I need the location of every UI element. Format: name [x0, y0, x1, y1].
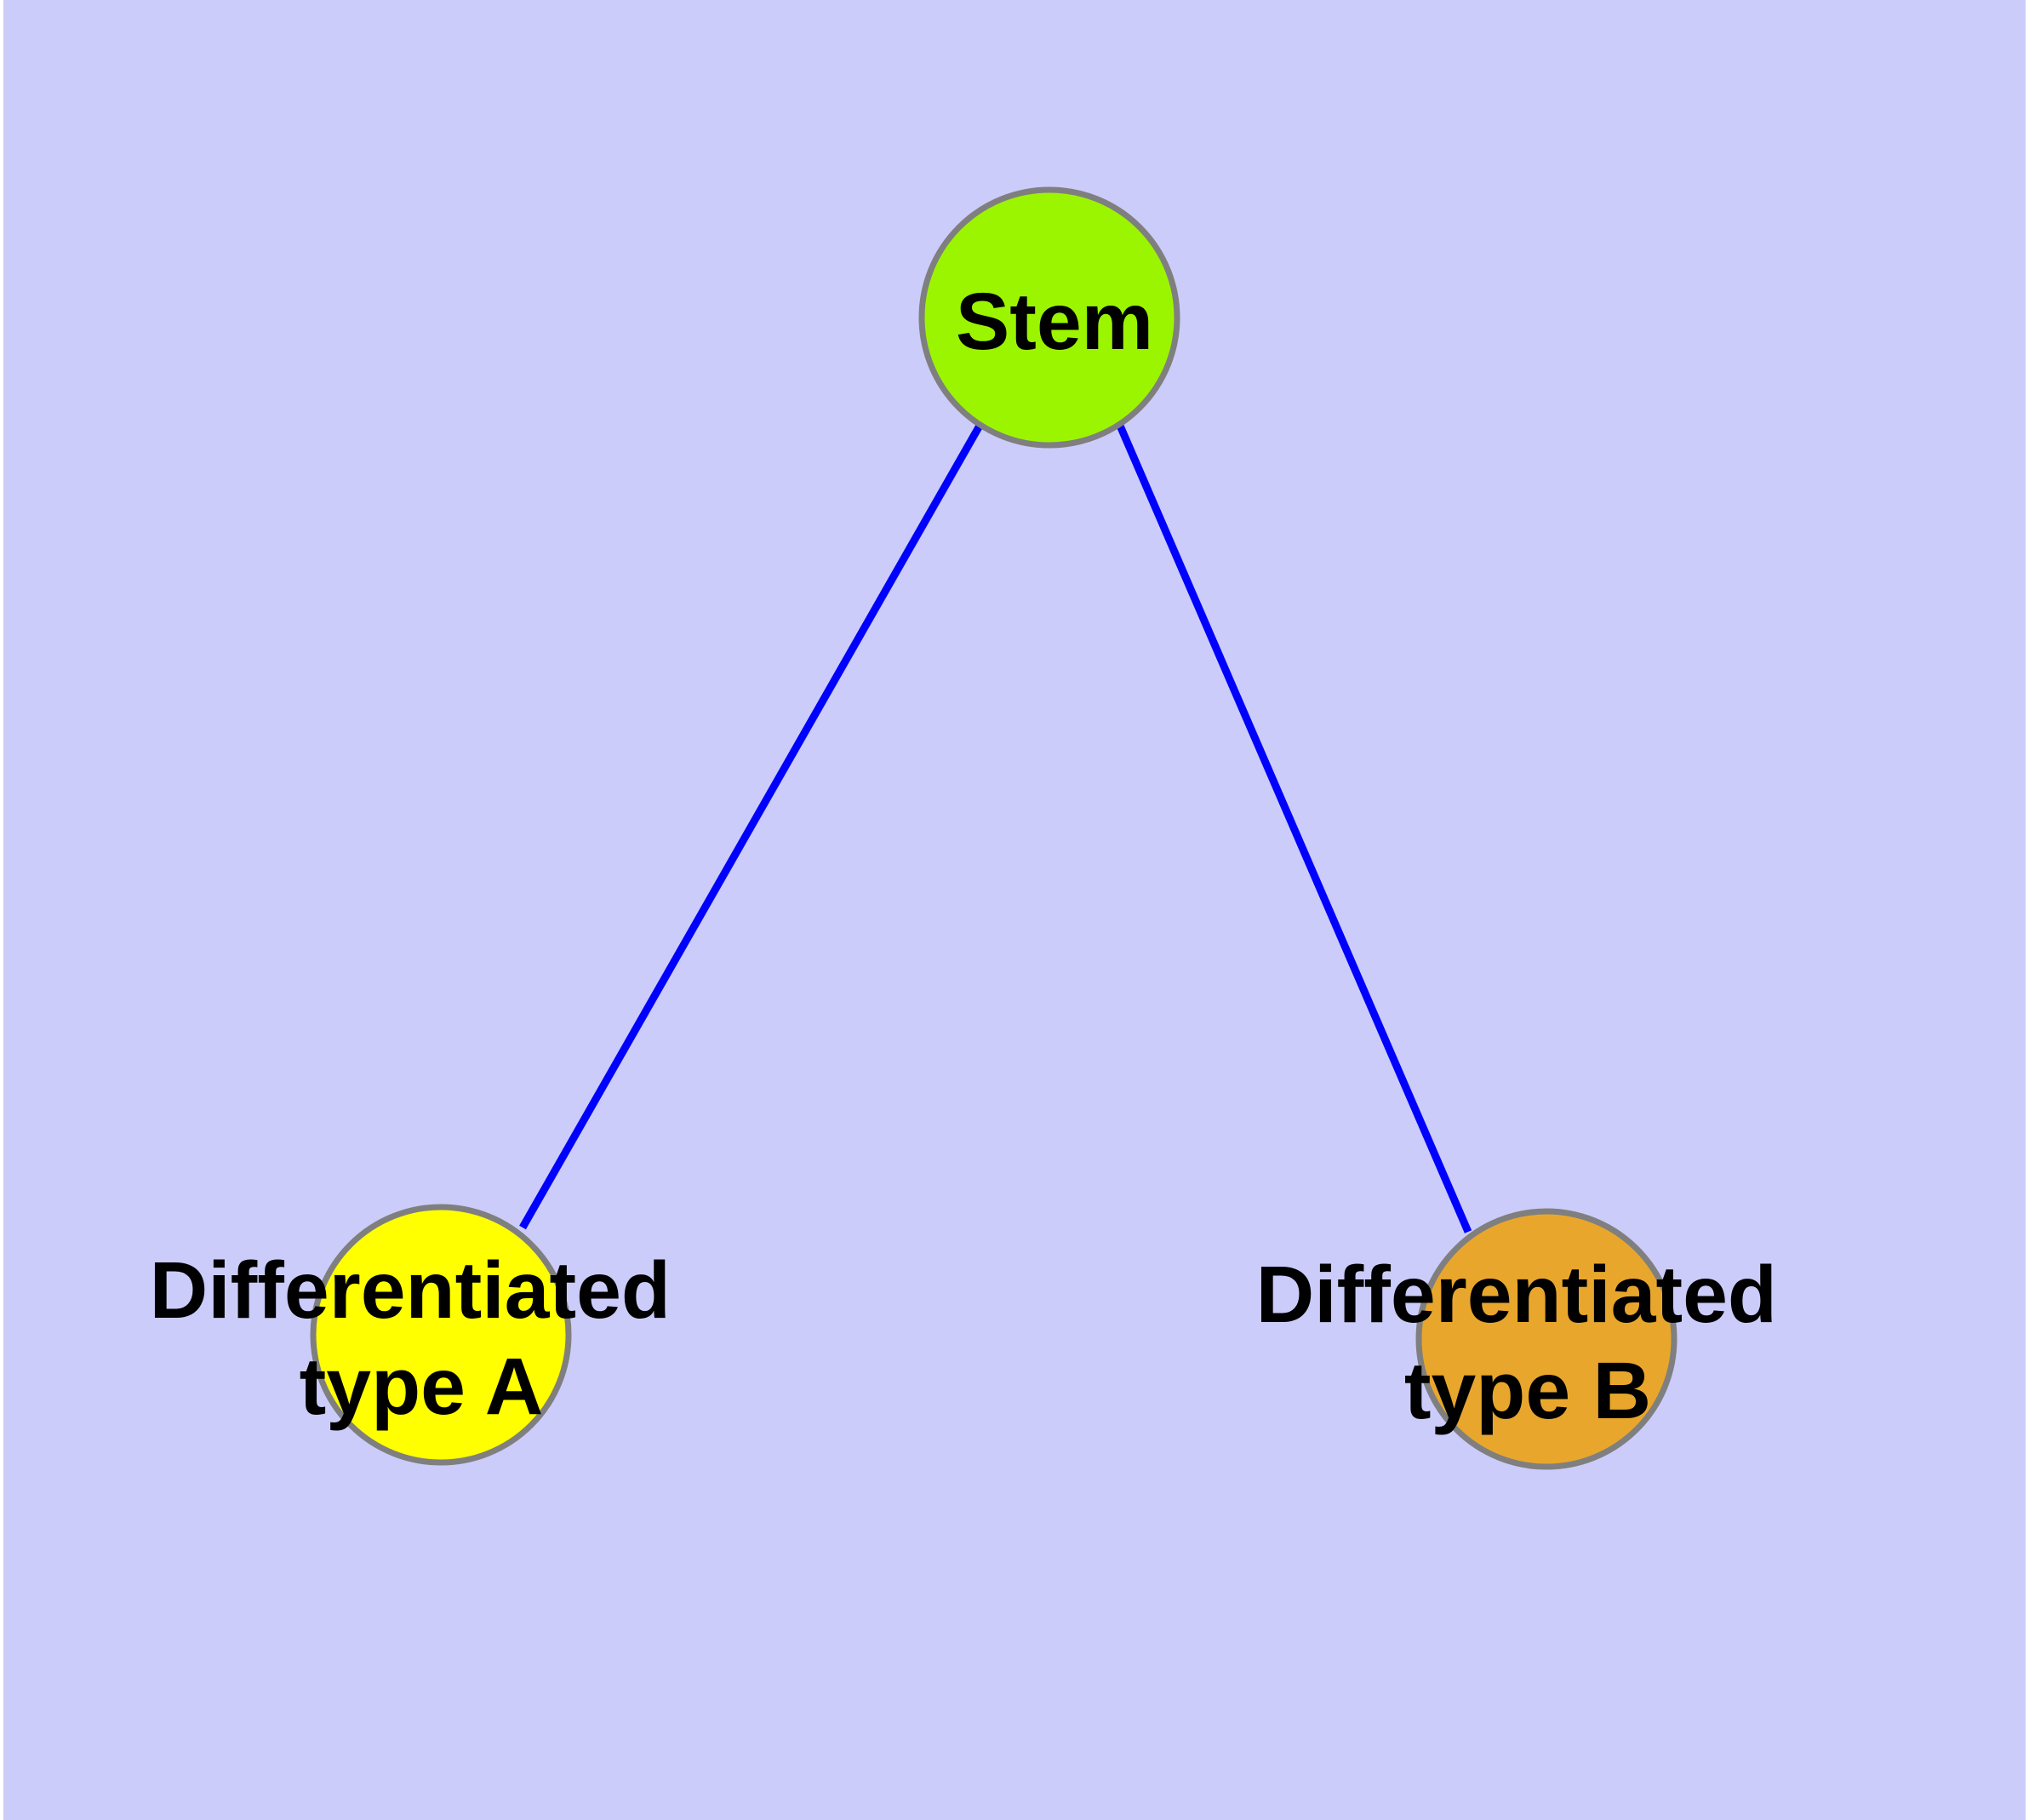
nodes-group [310, 186, 1677, 1470]
node-label-differentiated-type-a-line1: Differentiated [150, 1245, 671, 1336]
edge-stem-to-differentiated-type-a[interactable] [519, 423, 983, 1230]
node-label-differentiated-type-b: Differentiated type B [1256, 1250, 1800, 1436]
node-label-stem-line1: Stem [956, 277, 1153, 367]
node-label-stem: Stem [956, 277, 1153, 367]
node-differentiated-type-a[interactable] [310, 1204, 572, 1466]
node-differentiated-type-b[interactable] [1415, 1208, 1677, 1470]
node-stem[interactable] [918, 186, 1180, 449]
edge-stem-to-differentiated-type-b[interactable] [1116, 424, 1472, 1233]
node-label-differentiated-type-a: Differentiated type A [150, 1245, 694, 1432]
node-label-differentiated-type-b-line1: Differentiated [1256, 1250, 1777, 1340]
labels-group: Stem Differentiated type A Differentiate… [150, 277, 1800, 1436]
edges-group [519, 423, 1472, 1233]
node-label-differentiated-type-a-line2: type A [300, 1342, 544, 1432]
node-label-differentiated-type-b-line2: type B [1404, 1346, 1651, 1436]
